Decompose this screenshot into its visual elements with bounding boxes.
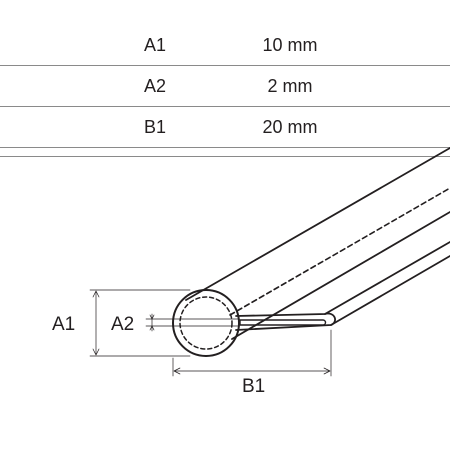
spec-label: B1 <box>143 117 167 137</box>
flange-inner-profile <box>239 319 327 326</box>
tube-top-edge <box>185 147 450 301</box>
spec-value: 10 mm <box>262 35 318 55</box>
row-divider <box>0 147 450 148</box>
bulb-inner-circle <box>179 296 233 350</box>
row-divider <box>0 65 450 66</box>
bulb-outer-circle <box>172 289 240 357</box>
tube-hidden-edge <box>229 187 450 316</box>
flange-top-edge <box>324 241 450 315</box>
table-bottom-rule <box>0 156 450 157</box>
flange-bottom-edge <box>330 255 450 326</box>
spec-row-a2: A2 2 mm <box>0 66 450 106</box>
a1-arrow-bottom <box>92 348 100 356</box>
b1-arrow-left <box>173 367 181 375</box>
spec-row-b1: B1 20 mm <box>0 107 450 147</box>
spec-label: A2 <box>143 76 167 96</box>
a1-label: A1 <box>52 314 75 335</box>
a2-arrow-top <box>149 314 155 320</box>
spec-row-a1: A1 10 mm <box>0 25 450 65</box>
tube-bottom-edge <box>231 211 450 340</box>
spec-table: A1 10 mm A2 2 mm B1 20 mm <box>0 25 450 157</box>
spec-value: 20 mm <box>262 117 318 137</box>
a2-arrow-bottom <box>149 325 155 331</box>
row-divider <box>0 106 450 107</box>
spec-label: A1 <box>143 35 167 55</box>
a2-label: A2 <box>111 314 134 335</box>
b1-label: B1 <box>242 376 265 397</box>
b1-arrow-right <box>323 367 331 375</box>
flange-outer-profile <box>235 312 336 331</box>
spec-value: 2 mm <box>267 76 313 96</box>
a1-arrow-top <box>92 290 100 298</box>
